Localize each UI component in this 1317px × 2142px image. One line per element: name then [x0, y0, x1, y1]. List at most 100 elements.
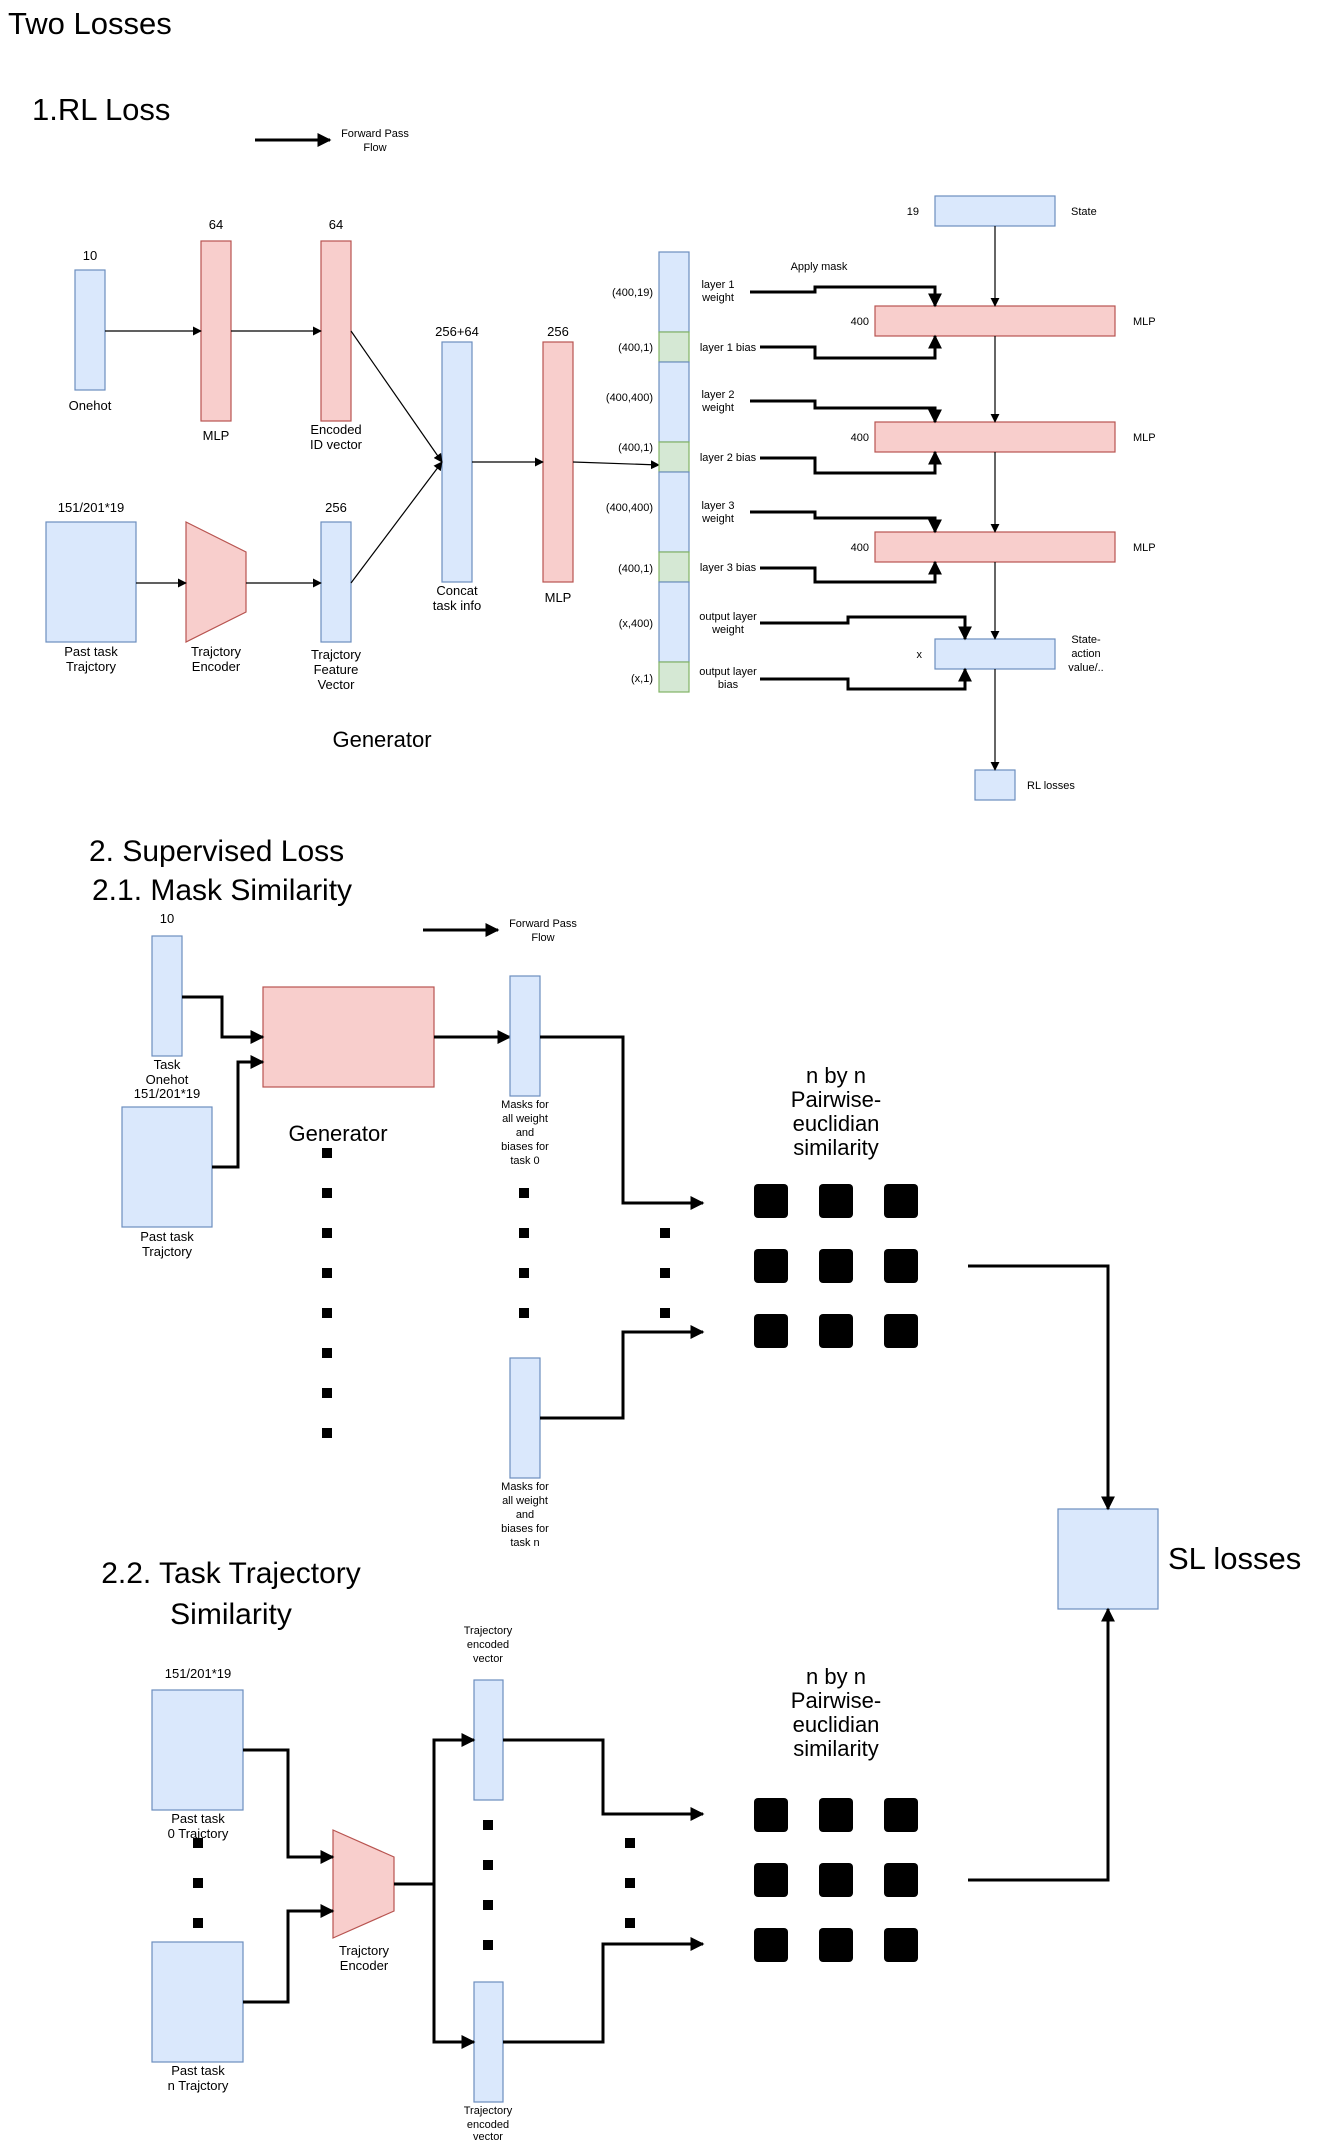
past-dim: 151/201*19 [58, 500, 125, 515]
vec-top-line: Trajectory [464, 1625, 513, 1637]
ellipsis-dot [625, 1838, 635, 1848]
rl-losses-box [974, 769, 1016, 801]
similarity-cell [754, 1184, 788, 1218]
main-title: Two Losses [8, 6, 172, 41]
segment-label: layer 2 bias [700, 452, 757, 464]
segment-output-bias [658, 661, 690, 693]
legend-label-2: Flow [363, 142, 386, 154]
concat-dim: 256+64 [435, 324, 479, 339]
shape-label: (400,1) [618, 442, 653, 454]
output-dim: x [917, 649, 923, 661]
task-onehot-label-1: Task [154, 1057, 181, 1072]
feature-label-2: Feature [314, 662, 359, 677]
layer-dim: 400 [851, 542, 869, 554]
past-trajectory-box [45, 521, 137, 643]
traj-encoder-label-2: Encoder [340, 1958, 389, 1973]
ellipsis-dot [322, 1188, 332, 1198]
encoder-label-1: Trajctory [191, 644, 242, 659]
policy-mlp-label: MLP [1133, 542, 1156, 554]
output-label-2: action [1071, 648, 1100, 660]
shape-label: (400,1) [618, 563, 653, 575]
onehot-box [74, 269, 106, 391]
mask-sim-line: n by n [806, 1063, 866, 1088]
vec-bot-line: vector [473, 2131, 503, 2142]
mask-arrow-layer3-bias [760, 560, 942, 584]
mask-arrow-output-weight [760, 615, 972, 641]
shape-label: (400,19) [612, 287, 653, 299]
mask-past-label-2: Trajctory [142, 1244, 193, 1259]
arrow-maskn-similarity [540, 1325, 705, 1420]
arrow-trajectory-generator [212, 1055, 265, 1169]
output-label-1: State- [1071, 634, 1101, 646]
onehot-dim: 10 [83, 248, 97, 263]
onehot-label: Onehot [69, 398, 112, 413]
encoded-label-1: Encoded [310, 422, 361, 437]
maskn-line: biases for [501, 1523, 549, 1535]
traj-past-dim: 151/201*19 [165, 1666, 232, 1681]
apply-mask-label: Apply mask [791, 261, 848, 273]
ellipsis-dot [519, 1228, 529, 1238]
encoder-label-2: Encoder [192, 659, 241, 674]
state-box [934, 195, 1056, 227]
shape-label: (x,1) [631, 673, 653, 685]
feature-dim: 256 [325, 500, 347, 515]
ellipsis-dot [322, 1268, 332, 1278]
state-dim: 19 [907, 206, 919, 218]
similarity-cell [819, 1184, 853, 1218]
pastn-label-1: Past task [171, 2063, 225, 2078]
mlp-dim: 64 [209, 217, 223, 232]
traj-encoder-label-1: Trajctory [339, 1943, 390, 1958]
layer-dim: 400 [851, 432, 869, 444]
encoded-dim: 64 [329, 217, 343, 232]
rl-losses-label: RL losses [1027, 780, 1075, 792]
segment-layer1-bias [658, 331, 690, 363]
pastn-label-2: n Trajctory [168, 2078, 229, 2093]
ellipsis-dot [193, 1838, 203, 1848]
policy-mlp-layer-3 [874, 531, 1116, 563]
mlp-label: MLP [203, 428, 230, 443]
policy-mlp-layer-1 [874, 305, 1116, 337]
output-parameter-column [658, 251, 690, 693]
ellipsis-dot [322, 1428, 332, 1438]
ellipsis-dot [322, 1388, 332, 1398]
traj-sim-line: similarity [793, 1736, 879, 1761]
maskn-line: Masks for [501, 1481, 549, 1493]
legend-label-2: Flow [531, 932, 554, 944]
segment-layer2-bias [658, 441, 690, 473]
arrow-pastn-encoder [243, 1904, 335, 2004]
segment-layer3-bias [658, 551, 690, 583]
traj-sim-line: n by n [806, 1664, 866, 1689]
mask-similarity-grid [754, 1184, 918, 1348]
encoded-label-2: ID vector [310, 437, 363, 452]
similarity-cell [754, 1249, 788, 1283]
ellipsis-dot [193, 1878, 203, 1888]
task-onehot-label-2: Onehot [146, 1072, 189, 1087]
ellipsis-dot [660, 1268, 670, 1278]
similarity-cell [884, 1249, 918, 1283]
concat-label-1: Concat [436, 583, 478, 598]
feature-label-1: Trajctory [311, 647, 362, 662]
similarity-cell [754, 1863, 788, 1897]
segment-layer3-weight [658, 471, 690, 553]
arrow-encoder-vector-bottom [432, 1884, 476, 2049]
past-trajectory-ellipsis [193, 1838, 203, 1928]
trajectory-middle-ellipsis [625, 1838, 635, 1928]
ellipsis-dot [483, 1860, 493, 1870]
similarity-cell [754, 1798, 788, 1832]
legend-label-1: Forward Pass [509, 918, 577, 930]
sl-losses-box [1057, 1508, 1159, 1610]
vec-top-line: encoded [467, 1639, 509, 1651]
mask0-line: all weight [502, 1113, 548, 1125]
similarity-cell [884, 1928, 918, 1962]
feature-vector-box [320, 521, 352, 643]
trajectory-similarity-grid [754, 1798, 918, 1962]
encoded-id-box [320, 240, 352, 422]
generator-box [262, 986, 435, 1088]
vec-bot-line: Trajectory [464, 2105, 513, 2117]
feature-label-3: Vector [318, 677, 356, 692]
policy-mlp-layer-2 [874, 421, 1116, 453]
similarity-cell [754, 1928, 788, 1962]
ellipsis-dot [660, 1308, 670, 1318]
arrow-onehot-generator [182, 995, 265, 1044]
